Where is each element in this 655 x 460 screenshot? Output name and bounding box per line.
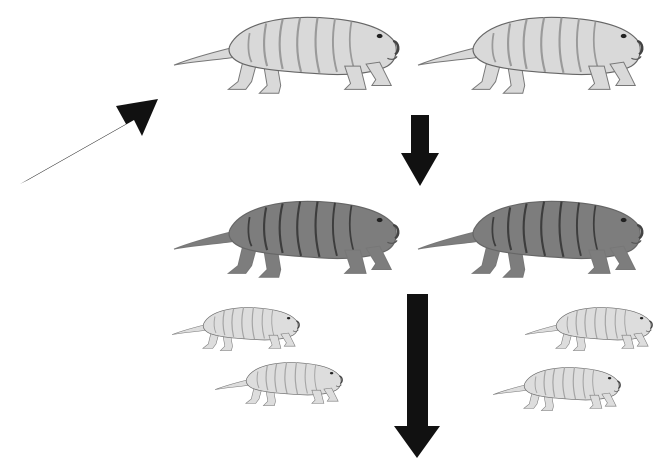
- arrow-down-long: [394, 294, 440, 458]
- mole-rat-icon: [172, 308, 299, 351]
- arrow-down-short: [401, 115, 439, 186]
- thick-arrow-icon: [394, 294, 440, 458]
- mole-rat-icon: [215, 363, 342, 406]
- arrow-diagonal: [20, 99, 158, 184]
- thick-arrow-icon: [20, 99, 158, 184]
- mole-rat-icon: [525, 308, 652, 351]
- row-dark-adults: [174, 201, 642, 277]
- mole-rat-icon: [418, 17, 642, 93]
- mole-rat-icon: [174, 201, 398, 277]
- mole-rat-icon: [418, 201, 642, 277]
- mole-rat-icon: [493, 368, 620, 411]
- thick-arrow-icon: [401, 115, 439, 186]
- mole-rat-icon: [174, 17, 398, 93]
- row-light-adults: [174, 17, 642, 93]
